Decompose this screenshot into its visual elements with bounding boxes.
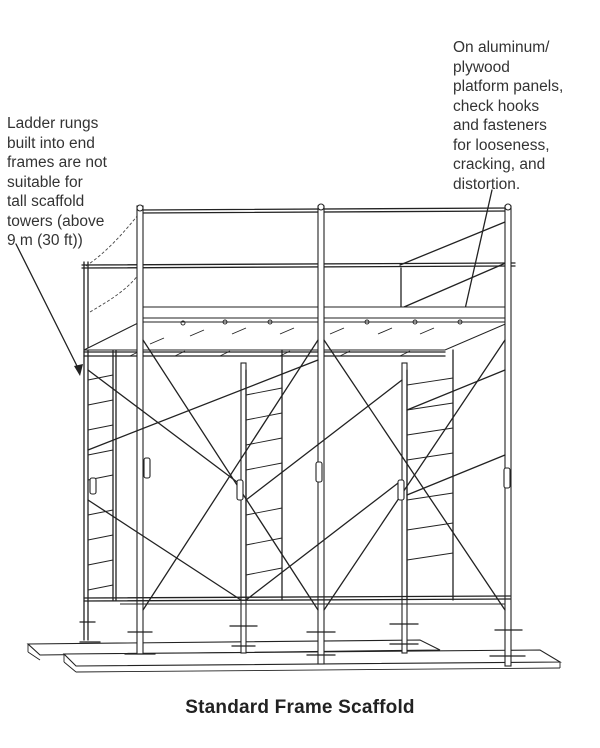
- coupling-pins: [89, 457, 511, 501]
- annotation-platform-panels: On aluminum/ plywood platform panels, ch…: [453, 39, 564, 193]
- leader-arrow-left: [15, 243, 83, 376]
- cross-braces: [87, 339, 506, 611]
- annotation-ladder-rungs: Ladder rungs built into end frames are n…: [7, 115, 107, 249]
- guardrail: [81, 207, 516, 308]
- leader-arrow-right: [458, 189, 493, 323]
- base-planks: [26, 639, 562, 673]
- base-jacks: [124, 623, 526, 657]
- diagram-title: Standard Frame Scaffold: [185, 697, 415, 718]
- bottom-rails: [83, 595, 511, 605]
- inner-ladders: [245, 349, 454, 601]
- end-frame-left: [79, 209, 143, 643]
- platform-deck: [83, 306, 511, 357]
